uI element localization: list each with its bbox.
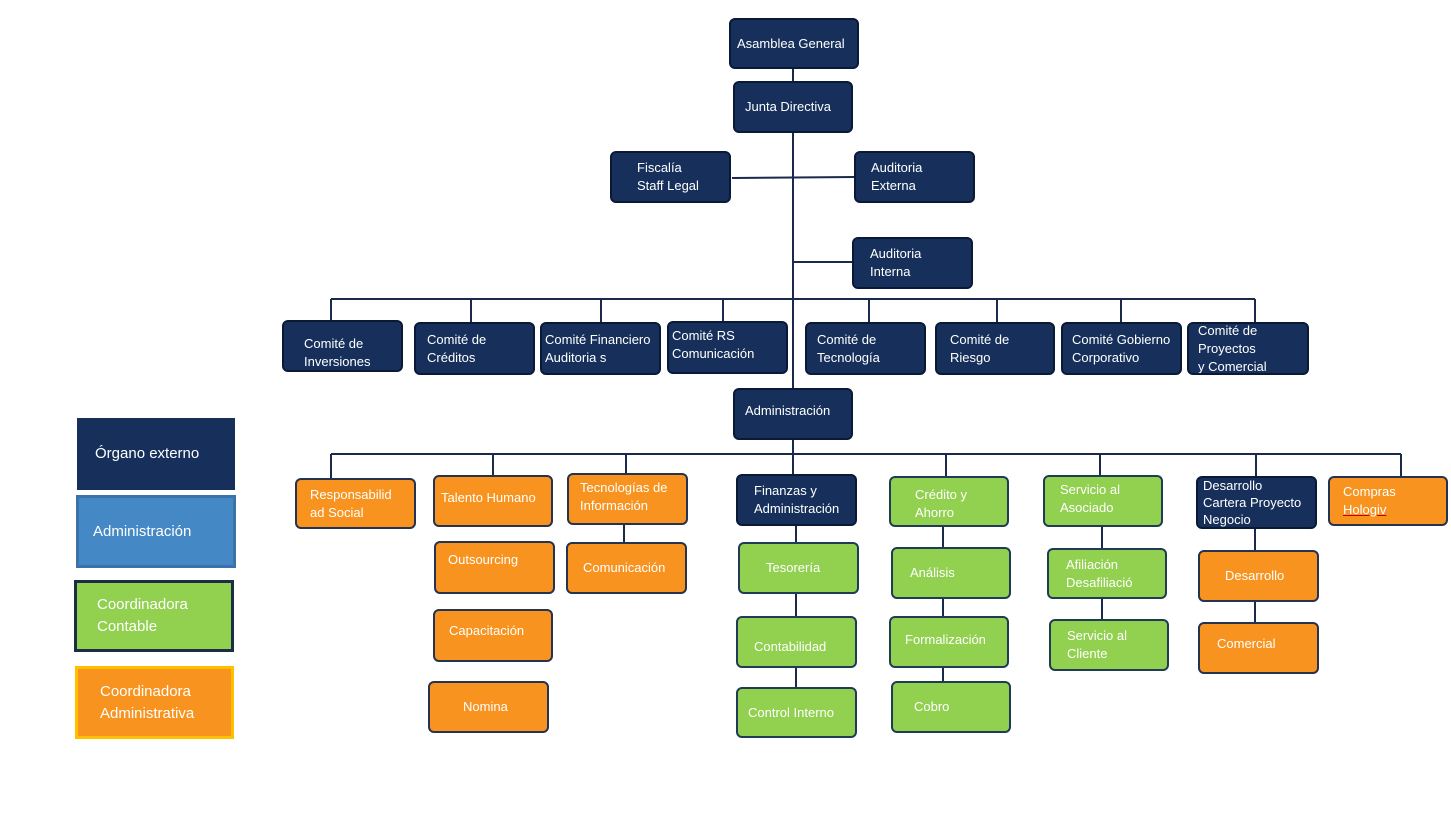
- node-nomina: Nomina: [428, 681, 549, 733]
- node-comite-creditos: Comité de Créditos: [414, 322, 535, 375]
- node-comite-tecnologia: Comité de Tecnología: [805, 322, 926, 375]
- node-comite-gobierno: Comité Gobierno Corporativo: [1061, 322, 1182, 375]
- legend-coordinadora-contable: Coordinadora Contable: [74, 580, 234, 652]
- node-fiscalia-staff-legal: Fiscalía Staff Legal: [610, 151, 731, 203]
- node-contabilidad: Contabilidad: [736, 616, 857, 668]
- node-cobro: Cobro: [891, 681, 1011, 733]
- node-formalizacion: Formalización: [889, 616, 1009, 668]
- node-talento-humano: Talento Humano: [433, 475, 553, 527]
- legend-organo-externo: Órgano externo: [77, 418, 235, 490]
- node-control-interno: Control Interno: [736, 687, 857, 738]
- node-comunicacion: Comunicación: [566, 542, 687, 594]
- node-capacitacion: Capacitación: [433, 609, 553, 662]
- node-responsabilidad-social: Responsabilid ad Social: [295, 478, 416, 529]
- node-tecnologias-informacion: Tecnologías de Información: [567, 473, 688, 525]
- node-junta-directiva: Junta Directiva: [733, 81, 853, 133]
- node-tesoreria: Tesorería: [738, 542, 859, 594]
- node-administracion: Administración: [733, 388, 853, 440]
- node-comite-proyectos: Comité de Proyectos y Comercial: [1187, 322, 1309, 375]
- node-outsourcing: Outsourcing: [434, 541, 555, 594]
- node-comite-rs: Comité RS Comunicación: [667, 321, 788, 374]
- node-servicio-asociado: Servicio al Asociado: [1043, 475, 1163, 527]
- node-credito-ahorro: Crédito y Ahorro: [889, 476, 1009, 527]
- node-desarrollo: Desarrollo: [1198, 550, 1319, 602]
- node-comercial: Comercial: [1198, 622, 1319, 674]
- node-finanzas-administracion: Finanzas y Administración: [736, 474, 857, 526]
- node-comite-inversiones: Comité de Inversiones: [282, 320, 403, 372]
- node-analisis: Análisis: [891, 547, 1011, 599]
- node-comite-riesgo: Comité de Riesgo: [935, 322, 1055, 375]
- node-desarrollo-cartera: Desarrollo Cartera Proyecto Negocio: [1196, 476, 1317, 529]
- connector-staff: [731, 176, 856, 179]
- node-asamblea-general: Asamblea General: [729, 18, 859, 69]
- node-servicio-cliente: Servicio al Cliente: [1049, 619, 1169, 671]
- node-afiliacion: Afiliación Desafiliació: [1047, 548, 1167, 599]
- legend-administracion: Administración: [76, 495, 236, 568]
- node-comite-financiero: Comité Financiero Auditoria s: [540, 322, 661, 375]
- legend-coordinadora-administrativa: Coordinadora Administrativa: [75, 666, 234, 739]
- node-auditoria-externa: Auditoria Externa: [854, 151, 975, 203]
- node-auditoria-interna: Auditoria Interna: [852, 237, 973, 289]
